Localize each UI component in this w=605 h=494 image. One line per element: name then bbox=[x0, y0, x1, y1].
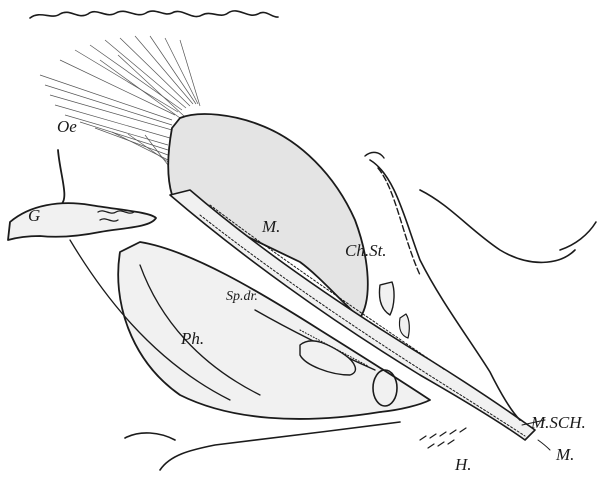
top-tissue-outline bbox=[30, 11, 278, 18]
bottom-tissue bbox=[160, 422, 400, 470]
chitin-stalk bbox=[379, 282, 394, 315]
label-m-lower: M. bbox=[556, 446, 574, 463]
label-g: G bbox=[28, 207, 40, 224]
right-lobe bbox=[420, 190, 575, 262]
label-ch-st: Ch.St. bbox=[345, 242, 387, 259]
label-ph: Ph. bbox=[181, 330, 204, 347]
label-h: H. bbox=[455, 456, 472, 473]
hatch-marks bbox=[420, 428, 466, 448]
label-m-sch: M.SCH. bbox=[531, 414, 586, 431]
label-oe: Oe bbox=[57, 118, 77, 135]
oesophagus bbox=[58, 150, 64, 205]
label-m-upper: M. bbox=[262, 218, 280, 235]
label-sp-dr: Sp.dr. bbox=[226, 290, 258, 304]
